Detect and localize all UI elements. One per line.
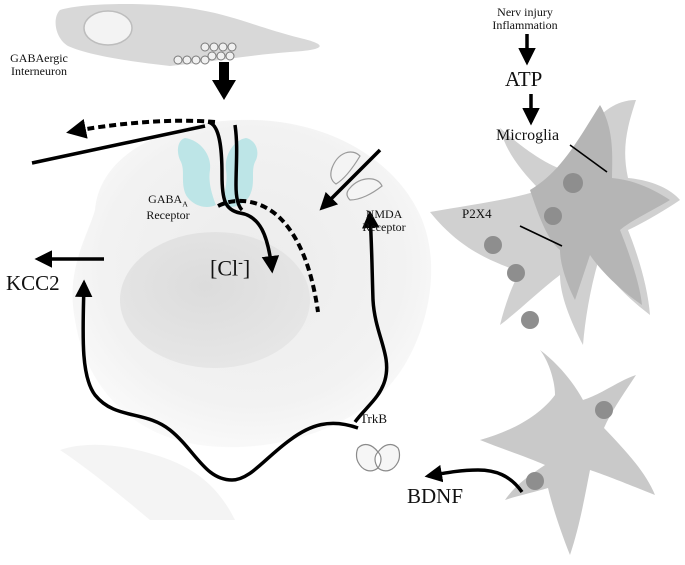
gabaa-receptor: [177, 138, 258, 207]
microglia-bottom: [480, 350, 655, 555]
chloride-flow-arrow: [207, 120, 280, 274]
gabaergic-interneuron: [55, 4, 320, 66]
nerv-injury-text: Nerv injury: [497, 5, 553, 19]
p2x4-label: P2X4: [462, 206, 492, 221]
dashed-arrow-top-left: [66, 118, 216, 139]
microglia-cluster: [430, 100, 680, 345]
nmda-receptor-label: NMDA Receptor: [354, 207, 414, 235]
gabaergic-label-line1: GABAergic: [10, 51, 68, 65]
bdnf-label: BDNF: [407, 484, 464, 508]
gabaa-label-line2: Receptor: [146, 207, 190, 222]
trkb-receptor: [355, 443, 401, 472]
chloride-label: [Cl-]: [210, 255, 251, 281]
nucleus: [120, 232, 310, 368]
atp-label: ATP: [505, 67, 543, 91]
gabaa-label-line1: GABAA: [148, 192, 188, 209]
gaba-release-arrow: [212, 62, 236, 100]
gabaergic-label-line2: Interneuron: [11, 64, 67, 79]
dashed-membrane-right: [217, 198, 320, 313]
nmda-label-line2: Receptor: [362, 220, 406, 235]
trkb-to-kcc2-path: [74, 279, 359, 482]
trkb-to-nmda-path: [353, 210, 389, 424]
trkb-label: TrkB: [360, 411, 387, 426]
membrane-line-right: [233, 124, 244, 212]
membrane-line-left: [31, 124, 206, 165]
nmda-input-arrow: [319, 148, 382, 211]
bdnf-release-arrow: [424, 464, 524, 494]
gabaa-receptor-label: GABAA Receptor: [138, 192, 198, 222]
microglia-label: Microglia: [496, 127, 560, 144]
nmda-receptor: [330, 151, 383, 201]
gabaergic-interneuron-label: GABAergic Interneuron: [4, 51, 74, 79]
nmda-label-line1: NMDA: [365, 207, 403, 221]
kcc2-label: KCC2: [6, 271, 60, 295]
nerv-injury-label: Nerv injury Inflammation: [470, 5, 580, 33]
inflammation-text: Inflammation: [492, 18, 558, 33]
